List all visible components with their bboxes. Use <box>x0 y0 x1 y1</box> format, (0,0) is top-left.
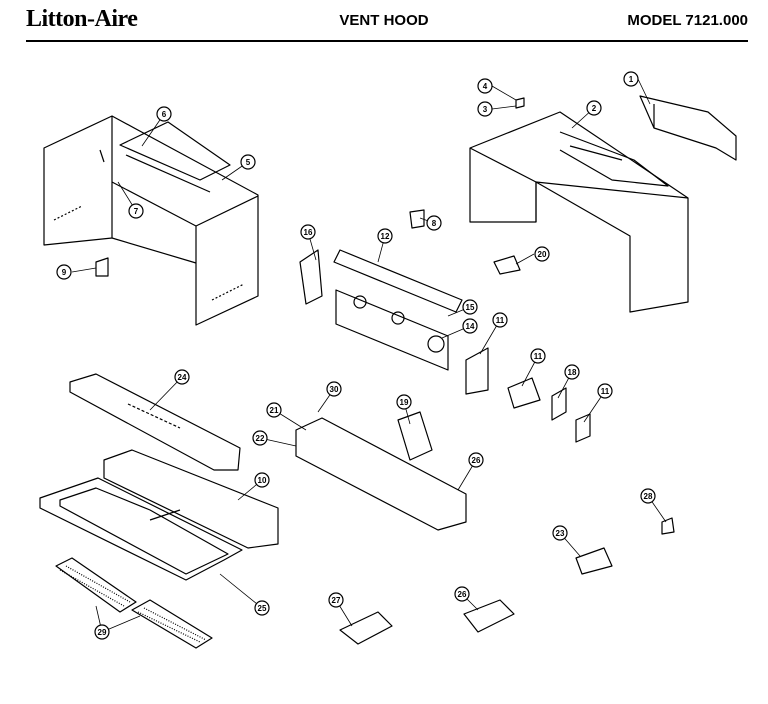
callout-1-top-right: 1 <box>623 71 639 87</box>
callout-16: 16 <box>300 224 316 240</box>
page-header: Litton-Aire VENT HOOD MODEL 7121.000 <box>0 0 768 46</box>
svg-text:5: 5 <box>246 158 251 167</box>
svg-text:23: 23 <box>556 529 565 538</box>
leader-lines <box>71 78 667 633</box>
svg-text:10: 10 <box>258 476 267 485</box>
callout-18: 18 <box>564 364 580 380</box>
callout-4: 4 <box>477 78 493 94</box>
svg-text:29: 29 <box>98 628 107 637</box>
callout-22: 22 <box>252 430 268 446</box>
svg-text:20: 20 <box>538 250 547 259</box>
grease-filters <box>55 557 213 649</box>
svg-text:4: 4 <box>483 82 488 91</box>
blower-assembly <box>299 249 463 371</box>
page-title: VENT HOOD <box>339 12 429 29</box>
callout-26-middle: 26 <box>468 452 484 468</box>
svg-text:15: 15 <box>466 303 475 312</box>
callout-27: 27 <box>328 592 344 608</box>
callout-2: 2 <box>586 100 602 116</box>
callout-25: 25 <box>254 600 270 616</box>
top-bracket <box>639 95 737 161</box>
svg-text:11: 11 <box>534 352 543 361</box>
top-enclosure <box>469 111 689 313</box>
svg-text:1: 1 <box>629 75 634 84</box>
svg-text:30: 30 <box>330 385 339 394</box>
svg-text:27: 27 <box>332 596 341 605</box>
svg-text:14: 14 <box>466 322 475 331</box>
svg-text:26: 26 <box>472 456 481 465</box>
callout-30: 30 <box>326 381 342 397</box>
callout-21: 21 <box>266 402 282 418</box>
model-number: MODEL 7121.000 <box>627 12 748 29</box>
hardware-parts <box>95 97 675 535</box>
svg-text:26: 26 <box>458 590 467 599</box>
svg-text:7: 7 <box>134 207 139 216</box>
callout-23: 23 <box>552 525 568 541</box>
svg-text:22: 22 <box>256 434 265 443</box>
callout-11-upper: 11 <box>492 312 508 328</box>
left-side-panel <box>43 115 259 326</box>
svg-text:19: 19 <box>400 398 409 407</box>
switch-boxes <box>339 547 613 645</box>
svg-text:11: 11 <box>496 316 505 325</box>
svg-text:24: 24 <box>178 373 187 382</box>
svg-text:28: 28 <box>644 492 653 501</box>
callout-14: 14 <box>462 318 478 334</box>
svg-text:12: 12 <box>381 232 390 241</box>
svg-text:2: 2 <box>592 104 597 113</box>
svg-text:9: 9 <box>62 268 67 277</box>
callout-28: 28 <box>640 488 656 504</box>
svg-text:3: 3 <box>483 105 488 114</box>
svg-text:21: 21 <box>270 406 279 415</box>
callout-24: 24 <box>174 369 190 385</box>
callout-10: 10 <box>254 472 270 488</box>
callout-8: 8 <box>426 215 442 231</box>
callout-15: 15 <box>462 299 478 315</box>
callout-19-upper: 19 <box>396 394 412 410</box>
svg-text:8: 8 <box>432 219 437 228</box>
filter-cover-panel <box>69 373 241 471</box>
callout-6: 6 <box>156 106 172 122</box>
svg-text:18: 18 <box>568 368 577 377</box>
svg-text:16: 16 <box>304 228 313 237</box>
callout-7: 7 <box>128 203 144 219</box>
bottom-front-panel <box>39 449 279 581</box>
svg-text:11: 11 <box>601 387 610 396</box>
svg-text:6: 6 <box>162 110 167 119</box>
duct-channel <box>295 411 467 531</box>
brand-logo: Litton-Aire <box>26 6 138 32</box>
callout-5: 5 <box>240 154 256 170</box>
header-rule <box>26 40 748 42</box>
callout-11-lower: 11 <box>597 383 613 399</box>
callout-9: 9 <box>56 264 72 280</box>
callout-20-top: 20 <box>534 246 550 262</box>
callout-3: 3 <box>477 101 493 117</box>
callout-11-middle: 11 <box>530 348 546 364</box>
svg-text:25: 25 <box>258 604 267 613</box>
callout-12: 12 <box>377 228 393 244</box>
callout-29: 29 <box>94 624 110 640</box>
callout-26-lower: 26 <box>454 586 470 602</box>
